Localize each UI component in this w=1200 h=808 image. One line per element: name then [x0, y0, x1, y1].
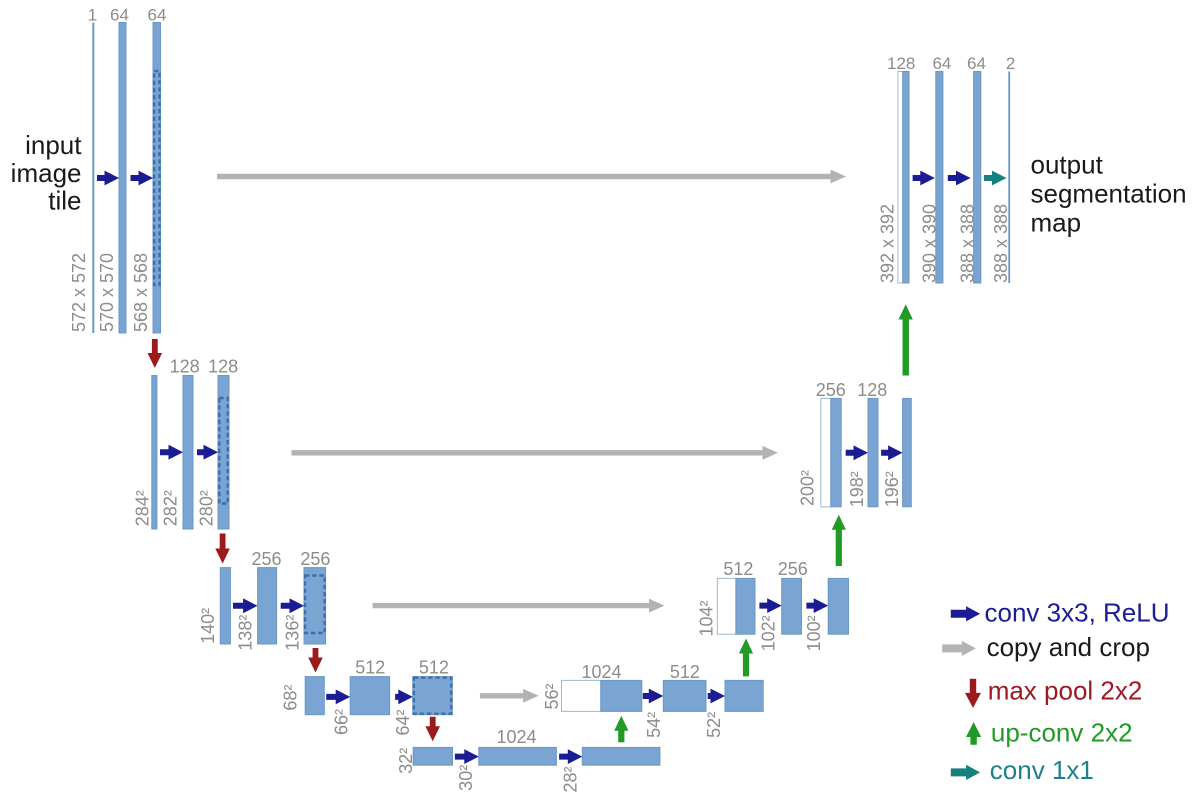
svg-text:64: 64: [110, 6, 129, 25]
svg-text:136²: 136²: [283, 615, 303, 651]
svg-text:512: 512: [355, 658, 385, 678]
svg-text:392 x 392: 392 x 392: [878, 204, 898, 283]
svg-text:1024: 1024: [581, 662, 621, 682]
svg-text:map: map: [1031, 208, 1082, 238]
svg-text:198²: 198²: [847, 471, 867, 507]
svg-text:32²: 32²: [396, 748, 416, 774]
svg-text:102²: 102²: [759, 615, 779, 651]
svg-text:572 x 572: 572 x 572: [69, 253, 89, 332]
svg-text:64: 64: [967, 54, 986, 73]
svg-text:256: 256: [300, 549, 330, 569]
svg-text:28²: 28²: [560, 766, 580, 792]
svg-text:conv 1x1: conv 1x1: [990, 755, 1094, 785]
svg-text:140²: 140²: [198, 608, 218, 644]
svg-text:conv 3x3, ReLU: conv 3x3, ReLU: [985, 598, 1170, 628]
svg-text:138²: 138²: [236, 615, 256, 651]
svg-text:64: 64: [932, 54, 951, 73]
svg-text:56²: 56²: [542, 683, 562, 709]
svg-text:512: 512: [723, 559, 753, 579]
svg-text:512: 512: [670, 662, 700, 682]
svg-text:568 x 568: 568 x 568: [131, 253, 151, 332]
svg-text:64²: 64²: [393, 709, 413, 735]
svg-text:segmentation: segmentation: [1031, 179, 1187, 209]
svg-text:104²: 104²: [697, 600, 717, 636]
svg-text:390 x 390: 390 x 390: [920, 204, 940, 283]
svg-text:128: 128: [857, 380, 887, 400]
svg-text:388 x 388: 388 x 388: [957, 204, 977, 283]
svg-text:output: output: [1031, 150, 1104, 180]
svg-text:284²: 284²: [133, 490, 153, 526]
svg-text:2: 2: [1006, 54, 1015, 73]
svg-text:256: 256: [251, 549, 281, 569]
svg-text:54²: 54²: [644, 712, 664, 738]
svg-text:512: 512: [419, 658, 449, 678]
svg-text:570 x 570: 570 x 570: [97, 253, 117, 332]
svg-text:input: input: [25, 130, 82, 160]
svg-text:100²: 100²: [804, 615, 824, 651]
svg-text:1: 1: [88, 6, 97, 25]
svg-text:image: image: [11, 158, 82, 188]
svg-text:200²: 200²: [798, 470, 818, 506]
svg-text:128: 128: [170, 356, 200, 376]
svg-text:282²: 282²: [161, 490, 181, 526]
svg-text:68²: 68²: [281, 685, 301, 711]
svg-text:up-conv 2x2: up-conv 2x2: [991, 718, 1133, 748]
svg-text:64: 64: [148, 6, 167, 25]
svg-text:128: 128: [208, 356, 238, 376]
svg-text:256: 256: [778, 559, 808, 579]
svg-text:66²: 66²: [332, 709, 352, 735]
svg-text:128: 128: [887, 54, 915, 73]
svg-text:256: 256: [816, 380, 846, 400]
svg-text:max pool 2x2: max pool 2x2: [988, 675, 1143, 705]
svg-text:388 x 388: 388 x 388: [991, 204, 1011, 283]
svg-text:196²: 196²: [882, 471, 902, 507]
svg-text:1024: 1024: [496, 727, 536, 747]
svg-text:30²: 30²: [456, 765, 476, 791]
svg-text:52²: 52²: [704, 712, 724, 738]
svg-text:tile: tile: [48, 186, 81, 216]
svg-text:copy and crop: copy and crop: [987, 632, 1150, 662]
svg-text:280²: 280²: [197, 490, 217, 526]
